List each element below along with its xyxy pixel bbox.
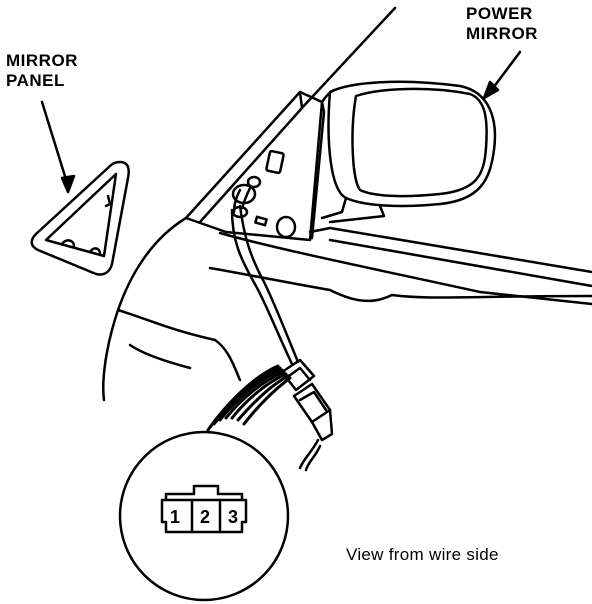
connector-pin-2-label: 2 xyxy=(199,507,210,527)
wire-harness xyxy=(230,186,322,472)
view-from-wire-side-note: View from wire side xyxy=(346,545,499,564)
connector-face xyxy=(160,484,248,534)
mirror-panel-label-line2: PANEL xyxy=(6,71,65,90)
power-mirror-label-line1: POWER xyxy=(466,4,533,23)
connector-halves xyxy=(280,358,334,442)
arrow-power-mirror xyxy=(482,50,522,100)
power-mirror-label: POWER MIRROR xyxy=(466,4,538,44)
mirror-panel-label-line1: MIRROR xyxy=(6,51,78,70)
connector-pin-1-label: 1 xyxy=(169,507,180,527)
connector-pin-3-label: 3 xyxy=(227,507,238,527)
power-mirror-label-line2: MIRROR xyxy=(466,24,538,43)
mirror-mount-bracket xyxy=(184,90,326,242)
mirror-panel-trim xyxy=(30,160,130,276)
mirror-panel-label: MIRROR PANEL xyxy=(6,51,78,91)
door-outline xyxy=(102,6,592,402)
power-mirror-housing xyxy=(320,80,497,224)
arrow-mirror-panel xyxy=(40,100,76,194)
magnifier-callout xyxy=(118,364,292,602)
